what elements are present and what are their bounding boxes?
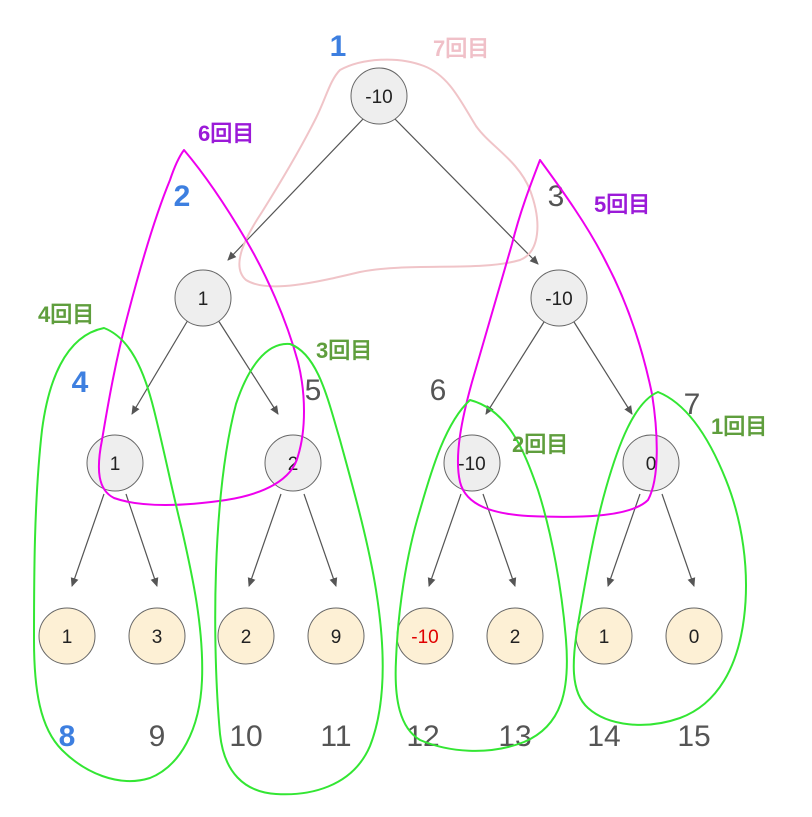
- step-labels: 1回目 2回目 3回目 4回目 5回目 6回目 7回目: [38, 36, 767, 457]
- edge-4-8: [70, 493, 105, 587]
- edge-2-4: [131, 319, 189, 415]
- node-value-13: 2: [510, 627, 521, 648]
- node-circle-2: [174, 269, 232, 327]
- node-value-12: -10: [411, 627, 438, 648]
- node-value-9: 3: [152, 627, 163, 648]
- node-circle-15: [665, 607, 723, 665]
- step-label-5: 5回目: [594, 192, 650, 217]
- loop-step-7: [238, 58, 539, 288]
- edge-3-6: [485, 321, 545, 415]
- edge-5-11: [303, 493, 338, 587]
- loop-step-5: [456, 159, 658, 518]
- edge-7-14: [606, 493, 641, 587]
- edge-1-2: [227, 117, 365, 261]
- node-index-4: 4: [72, 366, 89, 399]
- node-value-4: 1: [110, 454, 121, 475]
- node-index-15: 15: [677, 720, 710, 753]
- step-label-3: 3回目: [316, 338, 372, 363]
- node-index-6: 6: [430, 374, 447, 407]
- node-value-3: -10: [545, 289, 572, 310]
- node-index-1: 1: [330, 30, 347, 63]
- node-value-2: 1: [198, 289, 209, 310]
- step-label-4: 4回目: [38, 302, 94, 327]
- node-circle-9: [128, 607, 186, 665]
- node-value-10: 2: [241, 627, 252, 648]
- loop-step-2: [394, 399, 568, 752]
- edge-7-15: [661, 493, 696, 587]
- step-label-7: 7回目: [433, 36, 489, 61]
- node-circle-5: [264, 434, 322, 492]
- edge-5-10: [247, 493, 282, 587]
- node-circle-11: [307, 607, 365, 665]
- node-value-11: 9: [331, 627, 342, 648]
- node-index-2: 2: [174, 180, 191, 213]
- tree-nodes: [38, 67, 723, 665]
- node-value-14: 1: [599, 627, 610, 648]
- node-index-10: 10: [229, 720, 262, 753]
- node-value-1: -10: [365, 87, 392, 108]
- node-value-7: 0: [646, 454, 657, 475]
- node-index-9: 9: [149, 720, 166, 753]
- edge-4-9: [125, 493, 159, 587]
- node-value-6: -10: [458, 454, 485, 475]
- node-value-5: 2: [288, 454, 299, 475]
- node-value-8: 1: [62, 627, 73, 648]
- node-value-15: 0: [689, 627, 700, 648]
- step-label-6: 6回目: [198, 121, 254, 146]
- node-index-11: 11: [320, 720, 351, 753]
- node-circle-8: [38, 607, 96, 665]
- node-index-3: 3: [548, 180, 565, 213]
- step-loops: [33, 58, 747, 796]
- node-index-5: 5: [305, 374, 322, 407]
- node-circle-1: [350, 67, 408, 125]
- node-circle-3: [530, 269, 588, 327]
- step-label-2: 2回目: [512, 432, 568, 457]
- loop-step-1: [572, 391, 747, 726]
- node-index-8: 8: [59, 720, 76, 753]
- step-label-1: 1回目: [711, 414, 767, 439]
- tree-node-indices: 1 2 3 4 5 6 7 8 9 10 11 12 13 14 15: [59, 30, 711, 753]
- edge-3-7: [573, 321, 633, 415]
- edge-6-12: [427, 493, 462, 587]
- node-index-14: 14: [587, 720, 620, 753]
- edge-1-3: [393, 117, 539, 265]
- node-index-12: 12: [406, 720, 439, 753]
- loop-step-4: [33, 327, 204, 782]
- node-index-7: 7: [684, 388, 701, 421]
- loop-step-3: [214, 342, 384, 796]
- node-circle-13: [486, 607, 544, 665]
- edge-2-5: [217, 319, 279, 415]
- node-circle-10: [217, 607, 275, 665]
- tree-node-values: -10 1 -10 1 2 -10 0 1 3 2 9 -10 2 1 0: [62, 87, 700, 648]
